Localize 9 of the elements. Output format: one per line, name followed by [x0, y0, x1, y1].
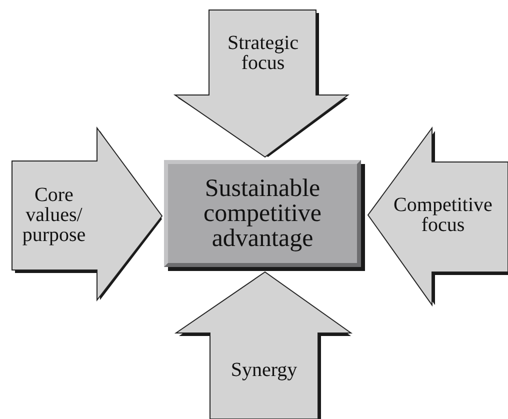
node-label: Synergy [230, 360, 298, 380]
node-label: Strategic focus [226, 32, 300, 72]
block-arrow [12, 128, 162, 300]
block-arrow [368, 128, 508, 305]
block-arrow [175, 10, 348, 157]
node-label: Competitive focus [392, 195, 494, 235]
node-label: Core values/ purpose [21, 185, 87, 245]
block-arrow [176, 272, 351, 419]
node-label: Sustainable competitive advantage [202, 176, 323, 251]
